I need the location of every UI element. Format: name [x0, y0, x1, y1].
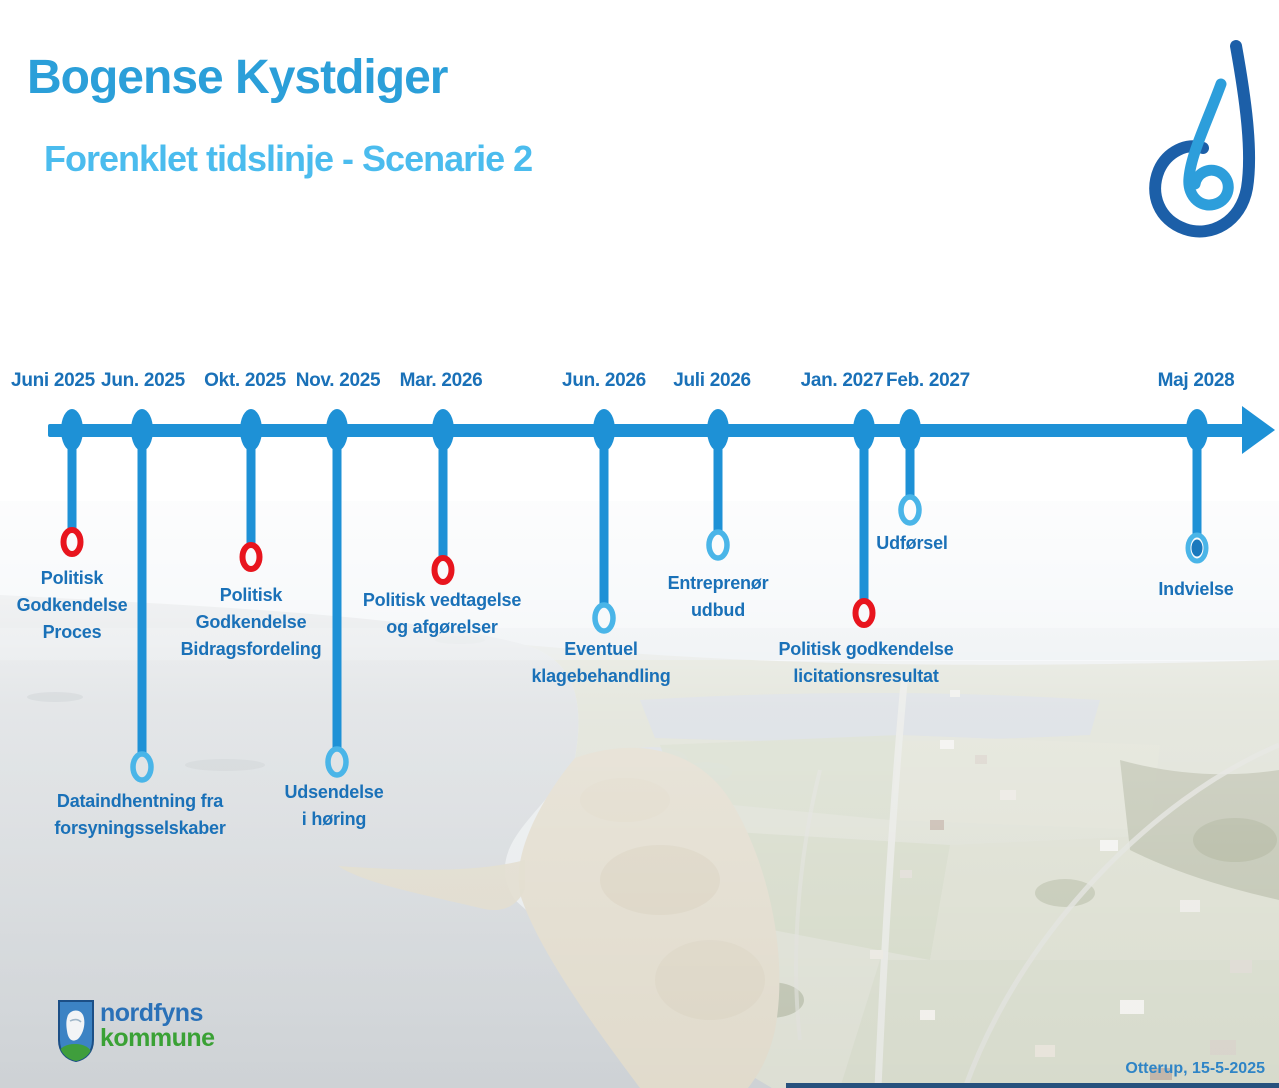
blue-ring-marker — [130, 751, 154, 783]
milestone-label: Indvielse — [1158, 579, 1234, 599]
timeline-node — [707, 409, 729, 451]
timeline-node — [240, 409, 262, 451]
milestone-label: Politisk godkendelse licitationsresultat — [778, 639, 954, 686]
timeline-bar — [48, 424, 1244, 437]
page-subtitle: Forenklet tidslinje - Scenarie 2 — [44, 138, 533, 179]
timeline-date: Juni 2025 — [11, 370, 95, 391]
blue-ring-marker — [592, 602, 616, 634]
footer-place-date: Otterup, 15-5-2025 — [1125, 1060, 1265, 1077]
municipality-name-line2: kommune — [100, 1024, 215, 1052]
blue-ring-marker — [706, 529, 730, 561]
milestone-stems — [67, 430, 1202, 754]
timeline-node — [131, 409, 153, 451]
page-title: Bogense Kystdiger — [27, 51, 448, 104]
filled-dot-marker-inner — [1191, 539, 1203, 557]
timeline-date: Jun. 2026 — [562, 370, 646, 391]
shield-bird — [66, 1010, 85, 1041]
timeline-node — [1186, 409, 1208, 451]
timeline-node — [593, 409, 615, 451]
red-ring-marker — [239, 542, 263, 572]
red-ring-marker — [431, 555, 455, 585]
timeline-date: Okt. 2025 — [204, 370, 286, 391]
timeline-date: Mar. 2026 — [399, 370, 483, 391]
municipality-logo-text: nordfyns kommune — [100, 1001, 215, 1051]
bottom-edge-strip — [786, 1083, 1279, 1088]
blue-ring-marker — [898, 494, 922, 526]
milestone-label: Dataindhentning fra forsyningsselskaber — [54, 791, 226, 838]
milestone-label: Politisk vedtagelse og afgørelser — [362, 590, 522, 637]
milestone-label: Politisk Godkendelse Proces — [16, 568, 128, 642]
timeline-date: Maj 2028 — [1157, 370, 1235, 391]
timeline-date: Jan. 2027 — [800, 370, 884, 391]
shield-bird-wing — [69, 1018, 82, 1023]
nordfyns-coat-of-arms — [58, 1000, 94, 1063]
red-ring-marker — [852, 598, 876, 628]
timeline-nodes — [61, 409, 1208, 451]
timeline-node — [853, 409, 875, 451]
timeline-node — [61, 409, 83, 451]
blue-ring-marker — [325, 746, 349, 778]
red-ring-marker — [60, 527, 84, 557]
timeline-arrowhead — [1242, 406, 1275, 454]
timeline-date: Jun. 2025 — [101, 370, 185, 391]
filled-dot-marker-outer — [1185, 532, 1209, 564]
milestone-label: Eventuel klagebehandling — [531, 639, 671, 686]
timeline-date: Nov. 2025 — [295, 370, 381, 391]
timeline-date: Juli 2026 — [673, 370, 751, 391]
shield-green-mound — [59, 1044, 91, 1061]
milestone-label: Udførsel — [876, 533, 948, 553]
drop-swirl — [1183, 78, 1234, 211]
timeline-node — [326, 409, 348, 451]
municipality-name-line1: nordfyns — [100, 999, 203, 1027]
timeline-node — [899, 409, 921, 451]
milestone-label: Politisk Godkendelse Bidragsfordeling — [180, 585, 322, 659]
timeline-date: Feb. 2027 — [886, 370, 970, 391]
water-drop-logo — [1149, 40, 1256, 238]
milestone-label: Entreprenør udbud — [667, 573, 769, 620]
milestone-markers — [60, 494, 1209, 783]
drop-outline — [1149, 40, 1256, 238]
photo-fade-veil — [0, 501, 1279, 1088]
milestone-label: Udsendelse i høring — [284, 782, 384, 829]
timeline-node — [432, 409, 454, 451]
